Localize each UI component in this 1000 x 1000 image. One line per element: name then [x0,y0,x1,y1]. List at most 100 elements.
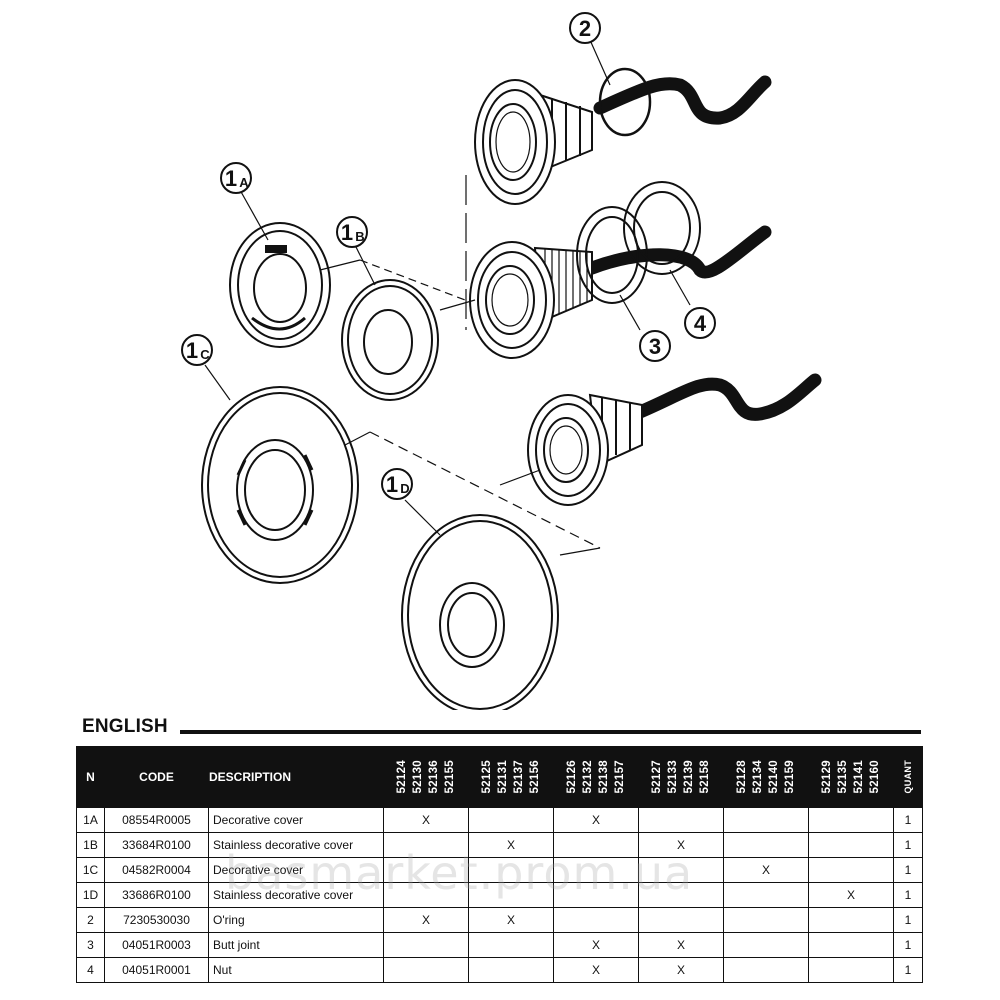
cell-mark [553,882,639,908]
lamp-housing-middle [469,225,772,359]
cell-quant: 1 [893,832,923,858]
svg-text:1: 1 [225,166,237,191]
cover-1b-drawing [341,279,439,401]
assembly-guide-lines [319,175,601,556]
svg-text:3: 3 [649,334,661,359]
cell-mark: X [468,832,554,858]
svg-text:1: 1 [386,472,398,497]
cell-quant: 1 [893,807,923,833]
cell-mark [723,832,809,858]
cell-mark [808,832,894,858]
svg-text:A: A [239,175,249,190]
cell-code: 08554R0005 [104,807,209,833]
cell-mark [723,882,809,908]
cell-mark [553,832,639,858]
cell-n: 1C [76,857,105,883]
cell-quant: 1 [893,957,923,983]
svg-text:D: D [400,481,409,496]
cover-1c-drawing [201,386,359,584]
cell-mark [383,832,469,858]
header-n: N [76,746,105,808]
cell-mark [383,957,469,983]
o-ring-drawing [598,67,652,137]
cell-description: Nut [208,957,384,983]
cell-mark [468,957,554,983]
cell-mark [808,807,894,833]
cell-mark [723,807,809,833]
title-rule [180,730,921,734]
cell-mark: X [383,807,469,833]
cell-mark [638,807,724,833]
header-description: DESCRIPTION [208,746,384,808]
cell-mark [808,932,894,958]
callout-2: 2 [569,12,601,44]
table-row: 4 04051R0001 Nut X X 1 [76,957,923,983]
cell-mark [383,882,469,908]
cell-mark: X [553,932,639,958]
cell-mark [723,932,809,958]
callout-1b: 1 B [336,216,368,248]
cell-mark: X [638,832,724,858]
cell-mark [383,932,469,958]
cell-mark [468,882,554,908]
cell-description: O'ring [208,907,384,933]
cell-n: 1B [76,832,105,858]
table-row: 2 7230530030 O'ring X X 1 [76,907,923,933]
table-row: 3 04051R0003 Butt joint X X 1 [76,932,923,958]
cell-quant: 1 [893,932,923,958]
cell-mark [553,907,639,933]
cell-n: 3 [76,932,105,958]
cell-n: 1A [76,807,105,833]
cell-quant: 1 [893,882,923,908]
cell-code: 7230530030 [104,907,209,933]
cell-mark [468,932,554,958]
header-quant: QUANT [893,746,923,808]
callout-leaders [204,39,691,536]
cell-mark: X [723,857,809,883]
cell-mark: X [468,907,554,933]
cell-mark [638,907,724,933]
cell-mark: X [808,882,894,908]
header-code: CODE [104,746,209,808]
svg-text:4: 4 [694,311,707,336]
cell-mark [638,882,724,908]
cover-1a-drawing [229,222,331,348]
cell-mark [638,857,724,883]
svg-text:B: B [355,229,364,244]
table-row: 1C 04582R0004 Decorative cover X 1 [76,857,923,883]
cell-mark [468,857,554,883]
cell-description: Stainless decorative cover [208,882,384,908]
cell-code: 33684R0100 [104,832,209,858]
cell-mark [808,957,894,983]
callout-4: 4 [684,307,716,339]
cell-n: 4 [76,957,105,983]
table-row: 1D 33686R0100 Stainless decorative cover… [76,882,923,908]
svg-text:1: 1 [341,220,353,245]
nut-drawing [623,181,701,275]
cell-quant: 1 [893,857,923,883]
cell-mark [468,807,554,833]
cell-description: Decorative cover [208,807,384,833]
callout-1d: 1 D [381,468,413,500]
cell-quant: 1 [893,907,923,933]
table-row: 1A 08554R0005 Decorative cover X X 1 [76,807,923,833]
exploded-parts-drawing: 2 1 A 1 B 1 C 1 D 3 4 [181,12,822,710]
cell-mark [723,907,809,933]
cover-1d-drawing [401,514,559,710]
cell-mark [723,957,809,983]
cell-mark [553,857,639,883]
lamp-housing-top [474,75,772,205]
cell-mark: X [553,957,639,983]
cell-n: 2 [76,907,105,933]
cell-mark [383,857,469,883]
cell-code: 33686R0100 [104,882,209,908]
cell-mark: X [638,932,724,958]
callout-1a: 1 A [220,162,252,194]
cell-code: 04051R0003 [104,932,209,958]
